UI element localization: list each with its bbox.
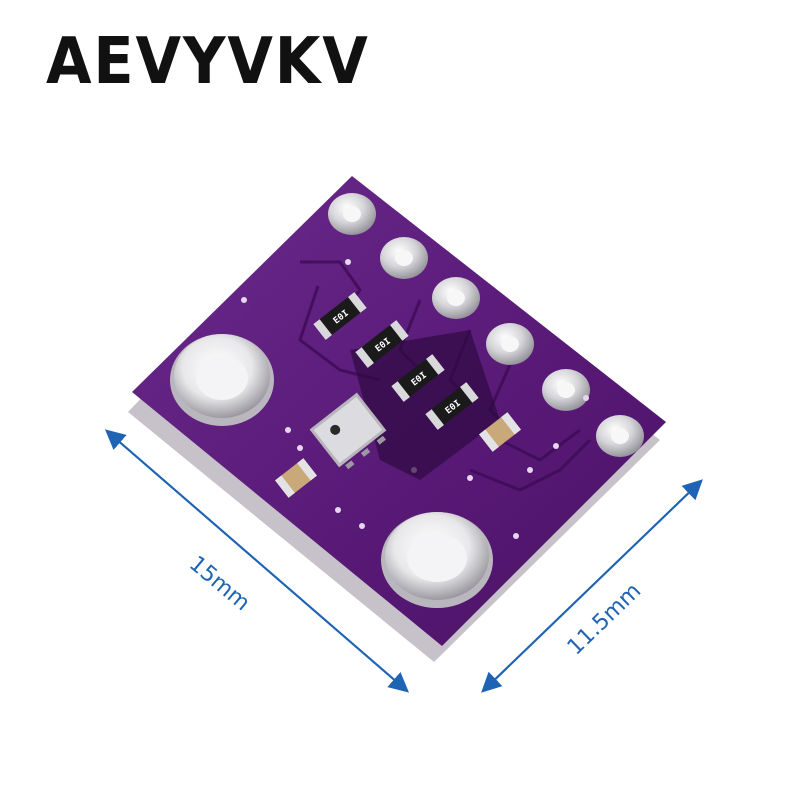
smd-resistor: E0I bbox=[355, 320, 409, 368]
width-label: 11.5mm bbox=[563, 579, 646, 661]
mounting-hole-left bbox=[170, 334, 274, 426]
pin-pad bbox=[380, 237, 428, 279]
smd-resistor: E0I bbox=[425, 382, 479, 430]
vias bbox=[241, 259, 589, 539]
brand-logo-text: AEVYVKV bbox=[46, 25, 370, 99]
pin-pad bbox=[542, 369, 590, 411]
length-label: 15mm bbox=[184, 551, 254, 616]
smd-resistor: E0I bbox=[391, 354, 445, 402]
pressure-sensor-chip bbox=[309, 392, 387, 470]
pin-pad bbox=[328, 193, 376, 235]
pin-pad bbox=[432, 277, 480, 319]
header-pads bbox=[328, 193, 644, 457]
smd-capacitor bbox=[479, 412, 521, 452]
pin-pad bbox=[596, 415, 644, 457]
pin-pad bbox=[486, 323, 534, 365]
sensor-board: E0I E0I E0I E0I bbox=[128, 176, 666, 662]
smd-capacitor bbox=[275, 458, 317, 498]
mounting-hole-right bbox=[381, 512, 493, 608]
smd-resistor: E0I bbox=[313, 292, 367, 340]
ground-pour bbox=[350, 330, 500, 480]
